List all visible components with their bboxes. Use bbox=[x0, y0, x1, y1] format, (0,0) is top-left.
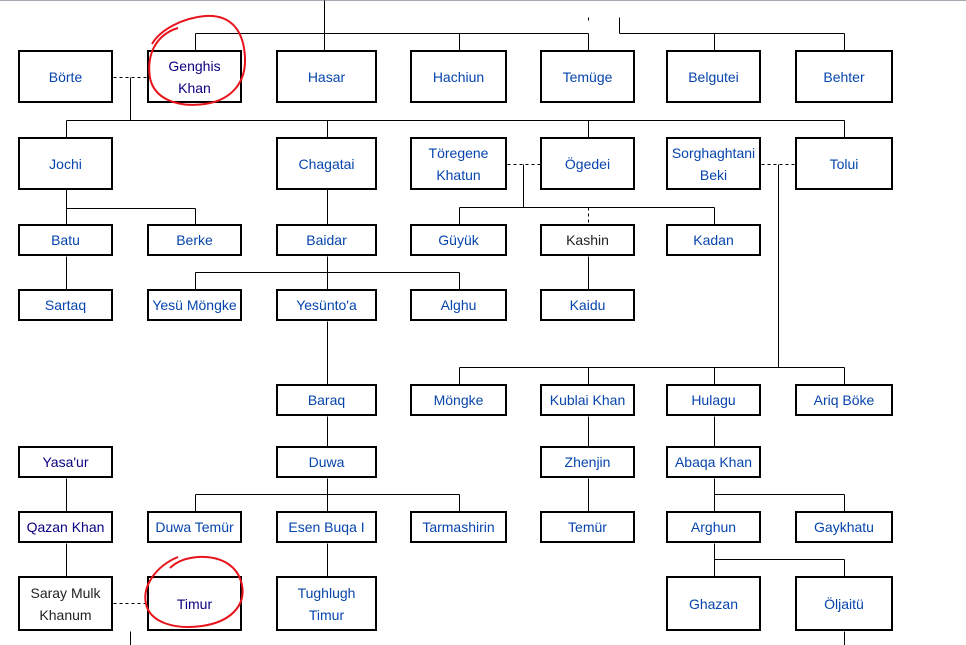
person-name-hasar[interactable]: Hasar bbox=[307, 68, 346, 85]
person-box-behter: Behter bbox=[795, 50, 893, 103]
page-top-border bbox=[0, 0, 966, 1]
person-name-arghun[interactable]: Arghun bbox=[690, 519, 737, 535]
person-name-gaykhatu[interactable]: Gaykhatu bbox=[814, 519, 874, 535]
person-name-timur[interactable]: Timur bbox=[176, 595, 213, 612]
person-name-abaqa[interactable]: Abaqa Khan bbox=[674, 454, 753, 470]
person-box-abaqa: Abaqa Khan bbox=[666, 446, 761, 478]
person-box-guyuk: Güyük bbox=[410, 224, 507, 256]
person-name-behter[interactable]: Behter bbox=[823, 68, 865, 85]
person-name-belgutei[interactable]: Belgutei bbox=[688, 68, 739, 85]
person-box-alghu: Alghu bbox=[410, 289, 507, 321]
person-box-baraq: Baraq bbox=[276, 384, 377, 416]
person-name-guyuk[interactable]: Güyük bbox=[438, 232, 479, 248]
person-box-berke: Berke bbox=[147, 224, 242, 256]
person-box-hachiun: Hachiun bbox=[410, 50, 507, 103]
person-name-kashin: Kashin bbox=[566, 232, 609, 248]
person-name-tughlugh[interactable]: Tughlugh Timur bbox=[297, 584, 356, 623]
person-box-arghun: Arghun bbox=[666, 511, 761, 543]
person-name-hachiun[interactable]: Hachiun bbox=[432, 68, 485, 85]
person-name-sorghaghtani[interactable]: Sorghaghtani Beki bbox=[671, 144, 756, 183]
person-box-oljaitu: Öljaitü bbox=[795, 576, 893, 631]
person-name-alghu[interactable]: Alghu bbox=[440, 297, 477, 313]
person-box-tolui: Tolui bbox=[795, 137, 893, 190]
person-box-yasaur: Yasa'ur bbox=[18, 446, 113, 478]
person-name-kadan[interactable]: Kadan bbox=[693, 232, 734, 248]
person-name-mongke[interactable]: Möngke bbox=[433, 392, 484, 408]
person-name-yesu-mongke[interactable]: Yesü Möngke bbox=[152, 297, 237, 313]
person-name-jochi[interactable]: Jochi bbox=[49, 155, 82, 172]
person-name-temuge[interactable]: Temüge bbox=[562, 68, 613, 85]
person-box-yesuntoa: Yesünto'a bbox=[276, 289, 377, 321]
person-name-chagatai[interactable]: Chagatai bbox=[298, 155, 355, 172]
person-box-temur: Temür bbox=[540, 511, 635, 543]
person-box-jochi: Jochi bbox=[18, 137, 113, 190]
person-name-batu[interactable]: Batu bbox=[51, 232, 80, 248]
person-name-duwa[interactable]: Duwa bbox=[308, 454, 345, 470]
person-name-hoelun[interactable]: Hoelun bbox=[43, 0, 87, 1]
person-box-zhenjin: Zhenjin bbox=[540, 446, 635, 478]
person-box-kaidu: Kaidu bbox=[540, 289, 635, 321]
person-box-sartaq: Sartaq bbox=[18, 289, 113, 321]
person-name-temur[interactable]: Temür bbox=[568, 519, 607, 535]
person-box-saray-mulk: Saray Mulk Khanum bbox=[18, 576, 113, 631]
person-name-baraq[interactable]: Baraq bbox=[307, 392, 346, 408]
person-name-qazan[interactable]: Qazan Khan bbox=[26, 519, 105, 535]
person-name-tarmashirin[interactable]: Tarmashirin bbox=[422, 519, 495, 535]
person-name-yasaur[interactable]: Yasa'ur bbox=[42, 454, 89, 470]
person-name-tolui[interactable]: Tolui bbox=[829, 155, 859, 172]
person-box-timur: Timur bbox=[147, 576, 242, 631]
person-box-duwa-temur: Duwa Temür bbox=[147, 511, 242, 543]
person-name-duwa-temur[interactable]: Duwa Temür bbox=[155, 519, 234, 535]
person-name-yesuntoa[interactable]: Yesünto'a bbox=[296, 297, 357, 313]
person-name-sartaq[interactable]: Sartaq bbox=[44, 297, 87, 313]
person-name-ariq-boke[interactable]: Ariq Böke bbox=[813, 392, 875, 408]
person-box-ghazan: Ghazan bbox=[666, 576, 761, 631]
person-box-chagatai: Chagatai bbox=[276, 137, 377, 190]
person-box-baidar: Baidar bbox=[276, 224, 377, 256]
person-name-oljaitu[interactable]: Öljaitü bbox=[824, 595, 864, 612]
person-name-berke[interactable]: Berke bbox=[176, 232, 213, 248]
person-box-tughlugh: Tughlugh Timur bbox=[276, 576, 377, 631]
person-name-ogedei[interactable]: Ögedei bbox=[564, 155, 611, 172]
person-box-temuge: Temüge bbox=[540, 50, 635, 103]
person-box-kublai: Kublai Khan bbox=[540, 384, 635, 416]
person-name-saray-mulk: Saray Mulk Khanum bbox=[30, 584, 101, 623]
person-box-kashin: Kashin bbox=[540, 224, 635, 256]
person-name-baidar[interactable]: Baidar bbox=[306, 232, 347, 248]
person-box-hasar: Hasar bbox=[276, 50, 377, 103]
person-box-tarmashirin: Tarmashirin bbox=[410, 511, 507, 543]
person-name-yesugei[interactable]: Yesugei bbox=[563, 0, 612, 1]
person-box-belgutei: Belgutei bbox=[666, 50, 761, 103]
person-box-toregene: Töregene Khatun bbox=[410, 137, 507, 190]
person-name-zhenjin[interactable]: Zhenjin bbox=[564, 454, 611, 470]
person-name-esen-buqa[interactable]: Esen Buqa I bbox=[288, 519, 365, 535]
person-box-kadan: Kadan bbox=[666, 224, 761, 256]
person-box-yesu-mongke: Yesü Möngke bbox=[147, 289, 242, 321]
person-box-borte: Börte bbox=[18, 50, 113, 103]
person-box-mongke: Möngke bbox=[410, 384, 507, 416]
person-box-ogedei: Ögedei bbox=[540, 137, 635, 190]
person-box-duwa: Duwa bbox=[276, 446, 377, 478]
person-box-qazan: Qazan Khan bbox=[18, 511, 113, 543]
person-name-toregene[interactable]: Töregene Khatun bbox=[428, 144, 489, 183]
person-box-esen-buqa: Esen Buqa I bbox=[276, 511, 377, 543]
person-box-hulagu: Hulagu bbox=[666, 384, 761, 416]
person-box-gaykhatu: Gaykhatu bbox=[795, 511, 893, 543]
person-box-sorghaghtani: Sorghaghtani Beki bbox=[666, 137, 761, 190]
person-name-kublai[interactable]: Kublai Khan bbox=[549, 392, 626, 408]
person-name-ghazan[interactable]: Ghazan bbox=[688, 595, 739, 612]
person-box-batu: Batu bbox=[18, 224, 113, 256]
person-box-genghis: Genghis Khan bbox=[147, 50, 242, 103]
person-name-hulagu[interactable]: Hulagu bbox=[691, 392, 736, 408]
person-name-genghis[interactable]: Genghis Khan bbox=[168, 57, 221, 96]
person-box-ariq-boke: Ariq Böke bbox=[795, 384, 893, 416]
person-name-kaidu[interactable]: Kaidu bbox=[569, 297, 606, 313]
person-name-borte[interactable]: Börte bbox=[48, 68, 83, 85]
